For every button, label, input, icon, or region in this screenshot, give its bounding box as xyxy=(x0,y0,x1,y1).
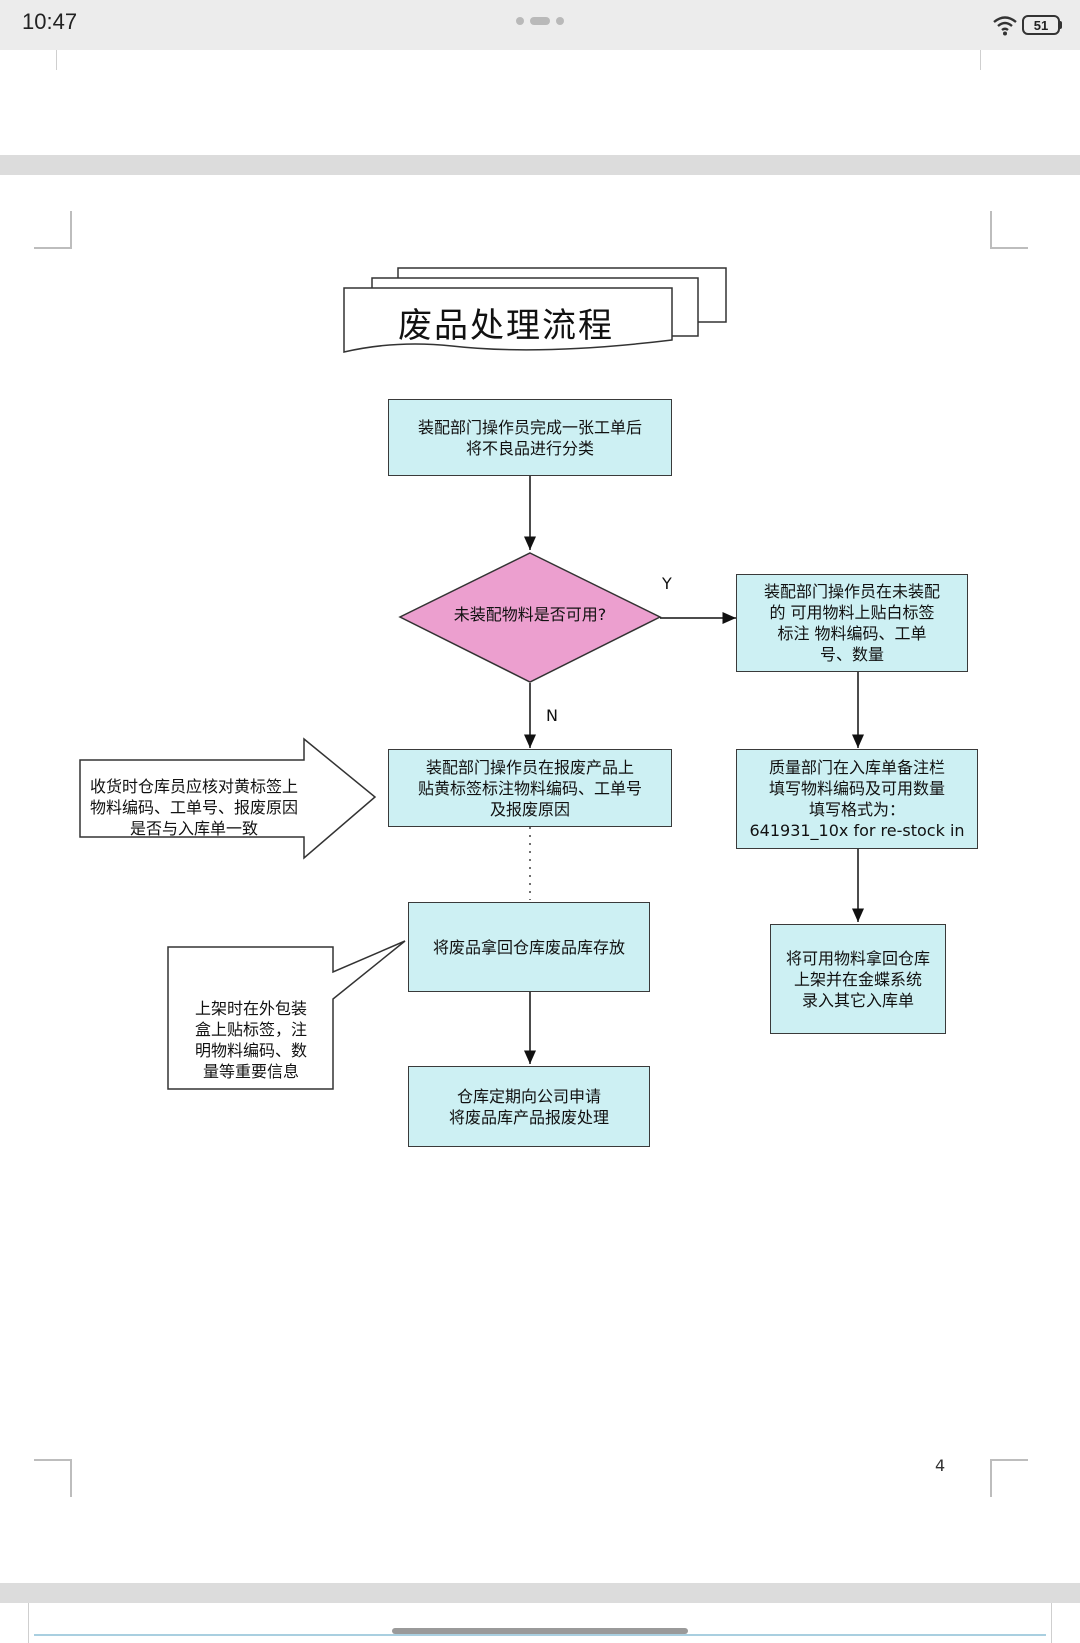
page-gap xyxy=(0,155,1080,175)
yes-step3-box: 将可用物料拿回仓库 上架并在金蝶系统 录入其它入库单 xyxy=(770,924,946,1034)
status-bar: 10:47 51 xyxy=(0,0,1080,50)
start-step-box: 装配部门操作员完成一张工单后 将不良品进行分类 xyxy=(388,399,672,476)
title-banner xyxy=(343,267,727,353)
page-gap xyxy=(0,1583,1080,1603)
camera-dot-icon xyxy=(556,17,564,25)
home-indicator-bar[interactable] xyxy=(392,1628,688,1634)
camera-dot-icon xyxy=(516,17,524,25)
arrow-note-shape xyxy=(79,737,377,860)
page-corner-mark xyxy=(34,211,72,249)
decision-diamond xyxy=(398,552,662,683)
no-step2-box: 将废品拿回仓库废品库存放 xyxy=(408,902,650,992)
no-label: N xyxy=(546,706,558,725)
wifi-icon xyxy=(993,16,1017,36)
page-corner-mark xyxy=(990,1459,1028,1497)
next-page-top[interactable] xyxy=(28,1603,1052,1643)
yes-step1-box: 装配部门操作员在未装配 的 可用物料上贴白标签 标注 物料编码、工单 号、数量 xyxy=(736,574,968,672)
prev-page-margin-mark xyxy=(980,50,981,70)
callout-shape xyxy=(167,940,406,1090)
callout-note-text: 上架时在外包装 盒上贴标签，注 明物料编码、数 量等重要信息 xyxy=(194,999,307,1081)
multitask-pill-icon xyxy=(530,17,550,25)
yes-step2-box: 质量部门在入库单备注栏 填写物料编码及可用数量 填写格式为： 641931_10… xyxy=(736,749,978,849)
arrow-note-text: 收货时仓库员应核对黄标签上 物料编码、工单号、报废原因 是否与入库单一致 xyxy=(89,777,298,838)
document-page[interactable] xyxy=(0,175,1080,1583)
no-step1-box: 装配部门操作员在报废产品上 贴黄标签标注物料编码、工单号 及报废原因 xyxy=(388,749,672,827)
next-page-content-edge xyxy=(34,1634,1046,1643)
page-number: 4 xyxy=(935,1456,946,1475)
prev-page-margin-mark xyxy=(56,50,57,70)
page-corner-mark xyxy=(34,1459,72,1497)
no-step3-box: 仓库定期向公司申请 将废品库产品报废处理 xyxy=(408,1066,650,1147)
battery-level: 51 xyxy=(1033,18,1049,33)
yes-label: Y xyxy=(662,574,672,593)
battery-cap xyxy=(1059,21,1062,29)
decision-text: 未装配物料是否可用? xyxy=(453,605,607,624)
status-time: 10:47 xyxy=(22,9,78,34)
page-corner-mark xyxy=(990,211,1028,249)
flowchart-title: 废品处理流程 xyxy=(398,306,614,346)
